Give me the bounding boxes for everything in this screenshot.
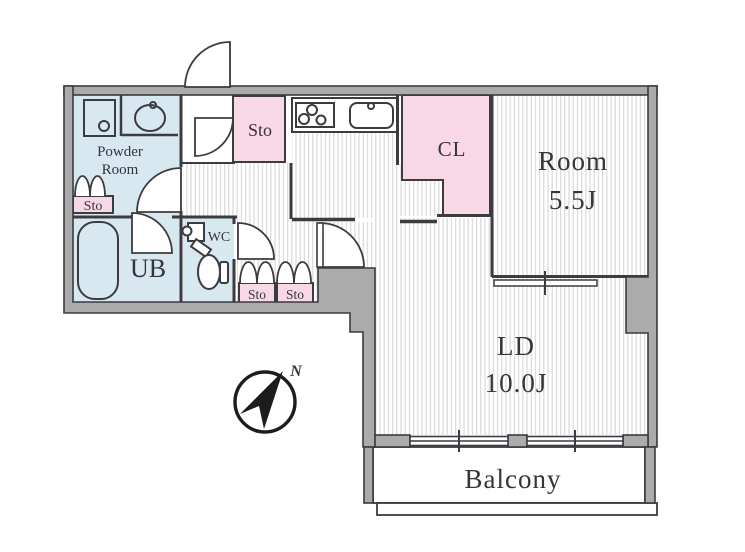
- wall-balcony-right: [644, 446, 656, 504]
- corridor-floor: [183, 163, 291, 218]
- storage-hall-1-label: Sto: [248, 287, 266, 302]
- room-floor: [494, 95, 648, 276]
- compass-north-label: N: [289, 363, 303, 380]
- room-label: Room: [538, 146, 608, 176]
- sink-icon: [349, 102, 394, 129]
- balcony-slab: [376, 502, 658, 516]
- room-labels: Powder Room Sto UB WC Sto Sto Sto CL Roo…: [84, 120, 608, 494]
- entrance-door-icon: [184, 41, 231, 88]
- wc-door-icon: [237, 222, 275, 260]
- bifold-door-icon: [276, 261, 312, 284]
- wall-balcony-left: [363, 446, 374, 504]
- balcony-windows: [409, 430, 624, 452]
- ld-size-label: 10.0J: [485, 368, 548, 398]
- washer-drain-icon: [98, 120, 110, 132]
- storage-entry: [232, 95, 286, 163]
- ld-door-icon: [319, 222, 365, 268]
- storage-entry-label: Sto: [248, 120, 272, 140]
- wall-right: [625, 85, 658, 448]
- bifold-door-icon: [239, 261, 275, 284]
- wall-ld-bottom-3: [622, 434, 649, 448]
- wc-faucet-icon: [181, 225, 193, 237]
- toilet-tank-icon: [219, 261, 229, 284]
- faucet-icon: [149, 101, 157, 109]
- toilet-bowl-icon: [197, 254, 221, 290]
- bifold-door-icon: [74, 175, 106, 197]
- powder-room-fixtures: [83, 95, 178, 137]
- powder-room-door-icon: [136, 167, 182, 213]
- wc-shelf-icon: [189, 237, 213, 259]
- kitchen-floor: [292, 132, 397, 218]
- balcony-label: Balcony: [465, 464, 562, 494]
- entry-hall-door-icon: [194, 117, 234, 157]
- room-size-label: 5.5J: [549, 185, 597, 215]
- powder-room-label-1: Powder: [97, 144, 143, 160]
- ub-label: UB: [130, 254, 166, 283]
- bathtub-icon: [77, 221, 119, 300]
- doors: [131, 41, 365, 268]
- washing-machine-icon: [83, 99, 116, 137]
- wc-fixtures: [181, 222, 229, 290]
- powder-room-label-2: Room: [102, 162, 139, 178]
- wall-ld-bottom-1: [374, 434, 411, 448]
- interior-walls: [73, 95, 648, 302]
- compass-icon: N: [233, 363, 303, 434]
- wall-top: [63, 85, 658, 96]
- wall-ld-bottom-2: [507, 434, 528, 448]
- sliding-door-room-ld: [493, 271, 598, 295]
- closet-label: CL: [438, 137, 467, 161]
- outer-walls: [63, 85, 658, 504]
- bath-door-icon: [131, 212, 173, 254]
- kitchen-fixtures: [291, 97, 398, 133]
- ld-door-leaf: [316, 222, 324, 268]
- wc-label: WC: [208, 230, 231, 245]
- storage-hall-2-label: Sto: [286, 287, 304, 302]
- ld-label: LD: [497, 331, 535, 361]
- compass-needle: [240, 371, 283, 429]
- sink-faucet-icon: [367, 102, 375, 110]
- storage-powder-label: Sto: [84, 199, 103, 214]
